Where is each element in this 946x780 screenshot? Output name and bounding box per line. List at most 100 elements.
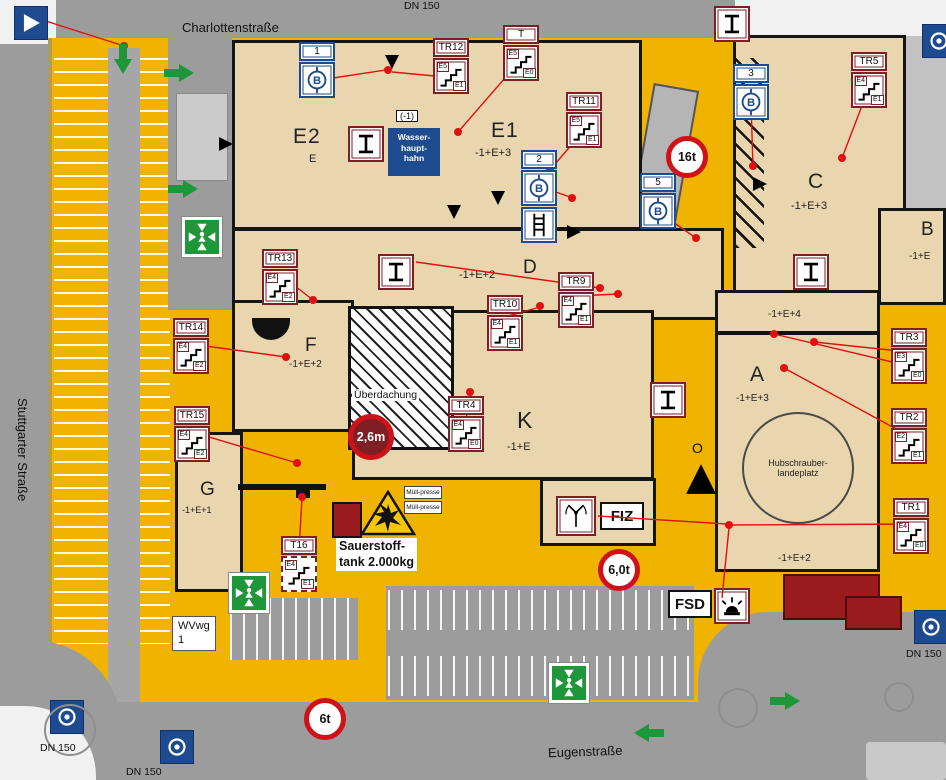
- pipe-dn-label: DN 150: [906, 648, 942, 660]
- building-sublabel-a: -1+E+3: [736, 393, 769, 404]
- stairs-icon: E4 E1: [558, 292, 594, 328]
- ibeam-icon: [358, 134, 374, 154]
- stairwell-top-floor: E4: [284, 559, 298, 570]
- ladder-icon: [521, 207, 557, 243]
- stairwell-top-floor: E4: [854, 75, 868, 86]
- drive-direction-arrow: [634, 724, 664, 742]
- stair-fan-structure: [252, 318, 290, 340]
- canopy-label: Überdachung: [352, 389, 420, 401]
- shutoff-ibeam-sign: [348, 126, 384, 162]
- assembly-point-icon: [185, 220, 219, 254]
- stairwell-sign: TR3 E3 E0: [891, 328, 927, 384]
- stair-steps-glyph: [455, 426, 477, 445]
- parking-lot-small: [230, 598, 358, 660]
- b-symbol-icon: B: [299, 62, 335, 98]
- stairs-icon: E4 E2: [173, 338, 209, 374]
- parking-lane: [108, 48, 140, 702]
- pipe-dn-label: DN 150: [40, 742, 76, 754]
- entrance-marker: [384, 54, 400, 70]
- green-arrow-icon: [114, 44, 132, 74]
- flow-direction-sign: [14, 6, 48, 40]
- helipad-label-line2: landeplatz: [777, 468, 819, 478]
- entrance-marker: [446, 204, 462, 220]
- building-sublabel-f: -1+E+2: [289, 359, 322, 370]
- stair-steps-glyph: [181, 436, 203, 455]
- entrance-triangle-icon: [686, 464, 716, 494]
- stairwell-sign-id: TR14: [173, 318, 209, 337]
- shutoff-ibeam-sign: [793, 254, 829, 290]
- building-sublabel-g: -1+E+1: [182, 505, 212, 515]
- traffic-restriction-sign: 2,6m: [348, 414, 394, 460]
- stairwell-sign-id: TR13: [262, 249, 298, 268]
- stair-steps-glyph: [180, 348, 202, 367]
- canopy-area: Überdachung: [348, 306, 454, 450]
- traffic-restriction-sign: 6,0t: [598, 549, 640, 591]
- entrance-triangle-icon: [567, 225, 581, 239]
- entrance-marker: [752, 176, 768, 192]
- assembly-point-icon: [552, 666, 586, 700]
- building-label-b: B: [921, 219, 935, 240]
- water-main-level-label: (-1): [396, 110, 418, 122]
- stairwell-sign: TR2 E2 E1: [891, 408, 927, 464]
- stairwell-sign: TR13 E4 E2: [262, 249, 298, 305]
- green-arrow-icon: [168, 180, 198, 198]
- hydrant-icon: [168, 738, 186, 756]
- feed-point-sign: 2 B: [521, 150, 557, 243]
- traffic-sign-value: 6,0t: [608, 563, 630, 577]
- entrance-triangle-icon: [385, 55, 399, 69]
- building-sublabel-e2: E: [309, 153, 317, 165]
- feed-point-sign: 5 B: [640, 173, 676, 229]
- traffic-sign-value: 2,6m: [356, 430, 386, 444]
- water-main-line2: haupt-: [401, 142, 427, 153]
- water-main-line3: hahn: [403, 153, 425, 164]
- stairwell-sign: T E5 E0: [503, 25, 539, 81]
- pipe-dn-label: DN 150: [126, 766, 162, 778]
- drive-direction-arrow: [770, 692, 800, 710]
- stairwell-sign-id: TR10: [487, 295, 523, 314]
- feed-point-number: 5: [640, 173, 676, 192]
- building-label-d: D: [523, 257, 538, 278]
- offmap-topright: [735, 0, 946, 36]
- assembly-point-sign: [181, 216, 223, 258]
- wing-a-floors-label: -1+E+4: [768, 309, 801, 320]
- building-sublabel-c: -1+E+3: [791, 200, 828, 212]
- building-sublabel-b: -1+E: [909, 251, 931, 262]
- alarm-light-icon: [721, 597, 743, 616]
- stairwell-sign: TR1 E4 E0: [893, 498, 929, 554]
- stairwell-sign-id: TR12: [433, 38, 469, 57]
- stair-steps-glyph: [573, 122, 595, 141]
- neighbour-building: [176, 93, 228, 181]
- oxygen-tank: [332, 502, 362, 538]
- stairwell-top-floor: E4: [561, 295, 575, 306]
- wvwg-line1: WVwg: [178, 620, 210, 632]
- stair-steps-glyph: [510, 55, 532, 74]
- stairwell-bottom-floor: E1: [506, 337, 520, 348]
- entrance-triangle-icon: [219, 137, 233, 151]
- stairwell-top-floor: E3: [894, 351, 908, 362]
- traffic-restriction-sign: 16t: [666, 136, 708, 178]
- hydrant-sign: [160, 730, 194, 764]
- feed-point-sign: 1 B: [299, 42, 335, 98]
- ibeam-icon: [803, 262, 819, 282]
- entrance-triangle-icon: [753, 177, 767, 191]
- stairwell-top-floor: E4: [451, 419, 465, 430]
- stairwell-sign-id: TR4: [448, 396, 484, 415]
- stairwell-bottom-floor: E1: [910, 450, 924, 461]
- traffic-restriction-sign: 6t: [304, 698, 346, 740]
- feed-point-number: 3: [733, 64, 769, 83]
- drive-direction-arrow: [108, 44, 138, 74]
- building-sublabel-k: -1+E: [507, 441, 531, 453]
- building-sublabel-e1: -1+E+3: [475, 147, 512, 159]
- building-label-k: K: [517, 407, 534, 433]
- stairwell-top-floor: E4: [177, 429, 191, 440]
- stairs-icon: E4 E2: [262, 269, 298, 305]
- street-label-charlottenstrasse: Charlottenstraße: [182, 20, 279, 35]
- stairwell-bottom-floor: E2: [192, 360, 206, 371]
- assembly-point-icon: [232, 576, 266, 610]
- stairwell-bottom-floor: E0: [910, 370, 924, 381]
- building-label-a: A: [750, 363, 766, 386]
- green-arrow-icon: [770, 692, 800, 710]
- stairwell-sign-id: TR9: [558, 272, 594, 291]
- building-darkred-2: [845, 596, 902, 630]
- tree-outline: [884, 682, 914, 712]
